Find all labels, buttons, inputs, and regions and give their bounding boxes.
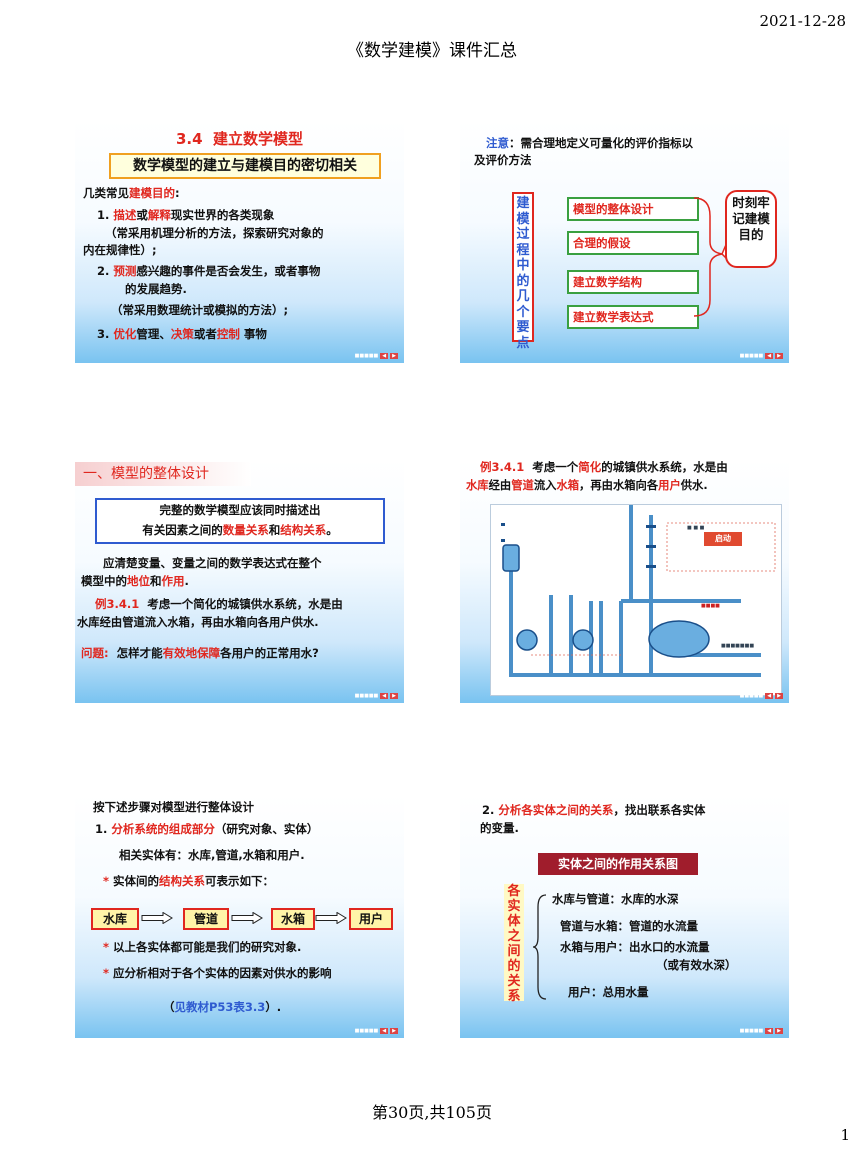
example-line: 例3.4.1 考虑一个简化的城镇供水系统，水是由: [95, 597, 343, 611]
example-line: 例3.4.1 考虑一个简化的城镇供水系统，水是由: [480, 460, 728, 474]
step-2: 2. 分析各实体之间的关系，找出联系各实体: [482, 803, 706, 817]
panel-label: ■ ■ ■: [687, 525, 705, 531]
para-1: 应清楚变量、变量之间的数学表达式在整个: [103, 556, 322, 570]
textbook-reference: （见教材P53表3.3）.: [163, 1000, 282, 1014]
relation-2: 管道与水箱：管道的水流量: [560, 919, 698, 933]
pipe-illustration: [501, 505, 776, 677]
slide-nav: ■■■■■◀▶: [354, 353, 398, 359]
note-line: 注意：需合理地定义可量化的评价指标以: [486, 136, 693, 150]
example-line-cont: 水库经由管道流入水箱，再由水箱向各用户供水.: [466, 479, 708, 492]
steps-intro: 按下述步骤对模型进行整体设计: [93, 800, 254, 814]
slide-overall-design: 一、模型的整体设计 完整的数学模型应该同时描述出 有关因素之间的数量关系和结构关…: [75, 460, 404, 703]
slide-subtitle: 数学模型的建立与建模目的密切相关: [109, 153, 381, 179]
question-line: 问题: 怎样才能有效地保障各用户的正常用水?: [81, 646, 319, 660]
relations-banner: 实体之间的作用关系图: [538, 853, 698, 875]
point-box-4: 建立数学表达式: [567, 305, 699, 329]
flow-node-user: 用户: [349, 908, 393, 930]
key-statement-box: 完整的数学模型应该同时描述出 有关因素之间的数量关系和结构关系。: [95, 498, 385, 544]
relation-3-note: （或有效水深）: [656, 958, 737, 972]
flow-arrow-icon: [141, 912, 173, 924]
tank-label: ■■■■: [701, 603, 720, 609]
flow-node-pipe: 管道: [183, 908, 229, 930]
slide-nav: ■■■■■◀▶: [354, 693, 398, 699]
flow-node-tank: 水箱: [271, 908, 315, 930]
box-line-2: 有关因素之间的数量关系和结构关系。: [142, 523, 338, 537]
relation-3: 水箱与用户：出水口的水流量: [560, 940, 710, 954]
relation-4: 用户：总用水量: [568, 985, 649, 999]
step-1: 1. 分析系统的组成部分（研究对象、实体）: [95, 822, 319, 836]
flow-arrow-icon: [315, 912, 347, 924]
item-2: 2. 预测感兴趣的事件是否会发生，或者事物: [97, 264, 321, 278]
item-2-cont: 的发展趋势.: [125, 282, 187, 296]
slide-title: 3.4 建立数学模型: [175, 130, 304, 148]
section-heading: 一、模型的整体设计: [75, 462, 251, 486]
item-1-note-cont: 内在规律性）;: [83, 243, 157, 257]
slide-nav: ■■■■■◀▶: [739, 353, 783, 359]
page-date: 2021-12-28: [759, 12, 846, 30]
intro-line: 几类常见建模目的:: [83, 186, 180, 200]
note-line-cont: 及评价方法: [474, 153, 532, 167]
box-line-1: 完整的数学模型应该同时描述出: [159, 503, 321, 517]
slide-nav: ■■■■■◀▶: [354, 1028, 398, 1034]
slide-modeling-points: 注意：需合理地定义可量化的评价指标以 及评价方法 建模过程中的几个要点 模型的整…: [460, 120, 789, 363]
modeling-points-vertical: 建模过程中的几个要点: [512, 192, 534, 351]
relations-brace: [532, 894, 547, 1000]
item-2-note: （常采用数理统计或模拟的方法）;: [111, 303, 289, 317]
item-3: 3. 优化管理、决策或者控制 事物: [97, 327, 267, 341]
reminder-bubble: 时刻牢记建模目的: [725, 190, 777, 268]
page-number: 1: [840, 1126, 850, 1144]
flow-arrow-icon: [231, 912, 263, 924]
para-2: 模型中的地位和作用.: [81, 574, 189, 588]
page-info-footer: 第30页,共105页: [372, 1103, 492, 1122]
slide-nav: ■■■■■◀▶: [739, 693, 783, 699]
note-entities: * 以上各实体都可能是我们的研究对象.: [103, 940, 302, 954]
step-2-cont: 的变量.: [480, 821, 519, 835]
slide-entity-relations: 2. 分析各实体之间的关系，找出联系各实体 的变量. 实体之间的作用关系图 各实…: [460, 795, 789, 1038]
structure-line: * 实体间的结构关系可表示如下：: [103, 874, 275, 888]
slide-design-steps: 按下述步骤对模型进行整体设计 1. 分析系统的组成部分（研究对象、实体） 相关实…: [75, 795, 404, 1038]
note-factors: * 应分析相对于各个实体的因素对供水的影响: [103, 966, 332, 980]
relation-1: 水库与管道：水库的水深: [552, 892, 679, 906]
slide-water-system-example: 例3.4.1 考虑一个简化的城镇供水系统，水是由 水库经由管道流入水箱，再由水箱…: [460, 460, 789, 703]
point-box-3: 建立数学结构: [567, 270, 699, 294]
example-line-cont: 水库经由管道流入水箱，再由水箱向各用户供水.: [77, 616, 319, 629]
flow-node-reservoir: 水库: [91, 908, 139, 930]
item-1: 1. 描述或解释现实世界的各类现象: [97, 208, 275, 222]
relations-vertical-label: 各实体之间的关系: [504, 884, 524, 1004]
point-box-1: 模型的整体设计: [567, 197, 699, 221]
point-box-2: 合理的假设: [567, 231, 699, 255]
entities-line: 相关实体有：水库,管道,水箱和用户.: [119, 848, 305, 862]
start-button[interactable]: 启动: [704, 532, 742, 546]
document-title: 《数学建模》课件汇总: [347, 41, 517, 61]
slide-3-4: 3.4 建立数学模型 数学模型的建立与建模目的密切相关 几类常见建模目的: 1.…: [75, 120, 404, 363]
company-label: ■■■■■■■: [721, 643, 755, 649]
slide-nav: ■■■■■◀▶: [739, 1028, 783, 1034]
item-1-note: （常采用机理分析的方法，探索研究对象的: [105, 226, 324, 240]
